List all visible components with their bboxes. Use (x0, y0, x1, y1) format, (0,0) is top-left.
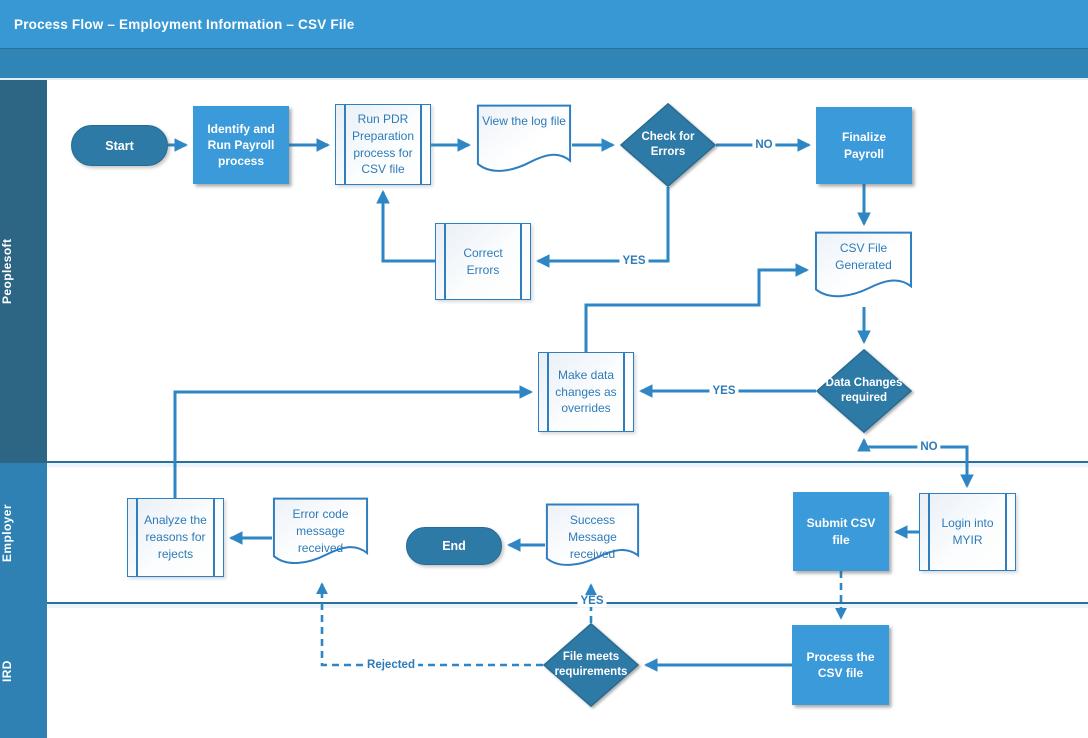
node-submit-label: Submit CSV file (806, 516, 876, 547)
node-run-pdr-label: Run PDR Preparation process for CSV file (351, 111, 415, 177)
node-identify-label: Identify and Run Payroll process (207, 121, 275, 169)
edge-label-meets-rejected: Rejected (364, 659, 418, 671)
node-submit-process: Submit CSV file (793, 492, 889, 571)
lane-band-ird: IRD (0, 604, 47, 738)
document-shape (272, 497, 369, 577)
node-finalize-process: Finalize Payroll (816, 107, 912, 184)
page-title: Process Flow – Employment Information – … (14, 16, 355, 32)
lane-label-ird: IRD (0, 660, 14, 682)
header-subband (0, 48, 1088, 78)
lane-label-peoplesoft: Peoplesoft (0, 238, 14, 305)
node-end-terminator: End (406, 527, 502, 565)
document-shape (476, 104, 572, 185)
edge-label-changes-no: NO (917, 441, 941, 453)
node-check-errors-decision: Check for Errors (620, 103, 716, 187)
document-shape (545, 503, 640, 578)
node-file-meets-label: File meets requirements (554, 651, 628, 678)
node-view-log-document: View the log file (476, 104, 572, 185)
lane-divider-peoplesoft-employer (47, 461, 1088, 467)
node-correct-errors-predefined-process: Correct Errors (435, 223, 531, 300)
node-error-code-document: Error code message received (272, 497, 369, 577)
node-error-code-label: Error code message received (292, 507, 349, 555)
node-start-label: Start (105, 138, 134, 153)
decision-diamond-shape (816, 349, 912, 433)
node-login-label: Login into MYIR (941, 516, 994, 547)
node-view-log-label: View the log file (482, 114, 566, 128)
lane-band-peoplesoft: Peoplesoft (0, 80, 47, 463)
node-process-csv-process: Process the CSV file (792, 625, 889, 705)
node-start-terminator: Start (71, 125, 168, 166)
node-identify-process: Identify and Run Payroll process (193, 106, 289, 184)
node-run-pdr-predefined-process: Run PDR Preparation process for CSV file (335, 104, 431, 185)
lane-label-employer: Employer (0, 504, 14, 563)
node-data-changes-label: Data Changes required (825, 377, 903, 404)
node-end-label: End (442, 539, 466, 553)
document-shape (814, 231, 913, 310)
node-success-msg-document: Success Message received (545, 503, 640, 578)
title-bar: Process Flow – Employment Information – … (0, 0, 1088, 48)
edge-label-changes-yes: YES (709, 385, 739, 397)
edge-label-check-no: NO (752, 139, 776, 151)
edge-label-check-yes: YES (619, 255, 649, 267)
lane-divider-employer-ird (47, 602, 1088, 608)
node-data-changes-decision: Data Changes required (816, 349, 912, 433)
node-check-errors-label: Check for Errors (641, 131, 695, 158)
node-correct-errors-label: Correct Errors (463, 245, 503, 277)
decision-diamond-shape (543, 623, 639, 707)
node-analyze-label: Analyze the reasons for rejects (144, 513, 207, 561)
node-analyze-predefined-process: Analyze the reasons for rejects (127, 498, 224, 577)
node-process-csv-label: Process the CSV file (806, 649, 875, 680)
node-file-meets-decision: File meets requirements (543, 623, 639, 707)
node-success-msg-label: Success Message received (568, 513, 617, 561)
node-make-changes-label: Make data changes as overrides (555, 367, 617, 416)
content-top-edge (0, 78, 1088, 80)
edge-label-meets-yes: YES (577, 595, 607, 607)
node-make-changes-predefined-process: Make data changes as overrides (538, 352, 634, 432)
lane-band-employer: Employer (0, 463, 47, 604)
node-finalize-label: Finalize Payroll (841, 130, 886, 161)
node-csv-generated-label: CSV File Generated (835, 241, 892, 272)
node-login-predefined-process: Login into MYIR (919, 493, 1016, 571)
node-csv-generated-document: CSV File Generated (814, 231, 913, 310)
decision-diamond-shape (620, 103, 716, 187)
